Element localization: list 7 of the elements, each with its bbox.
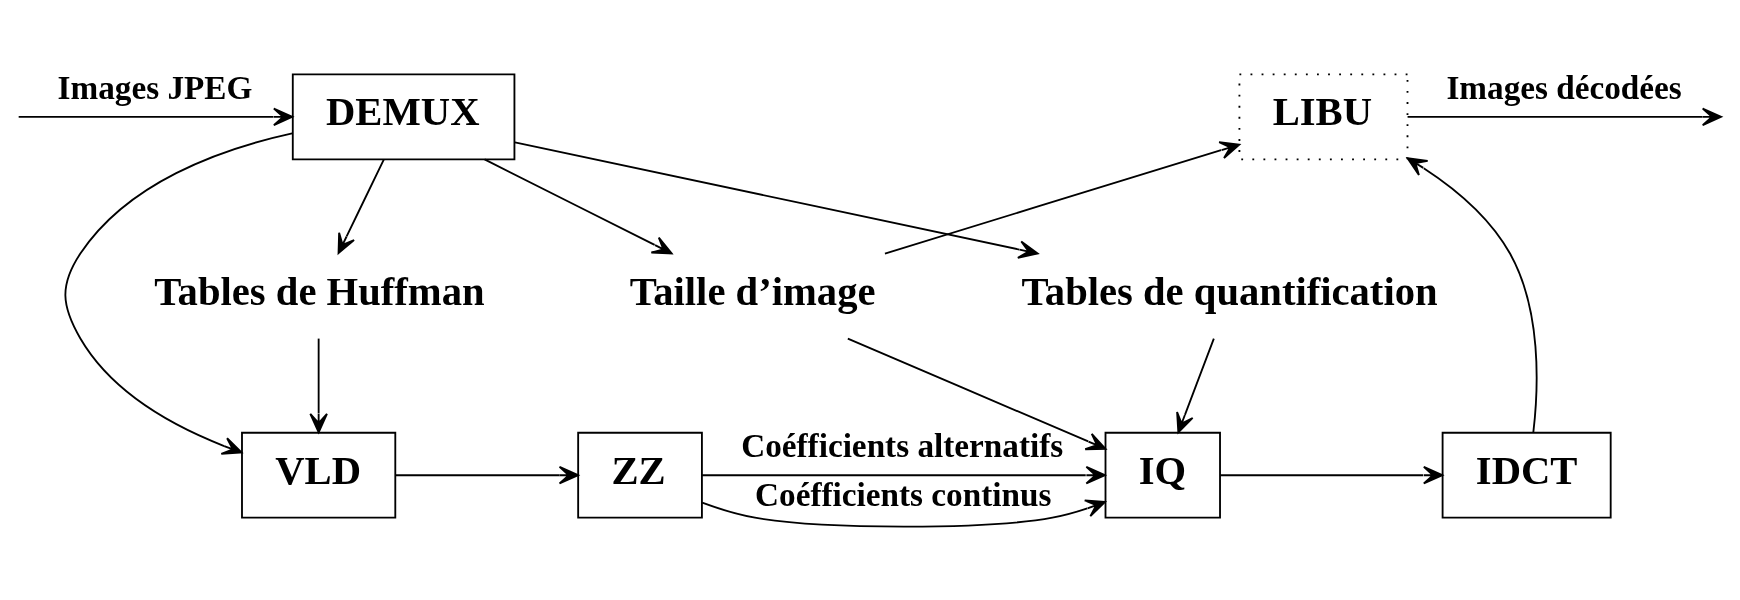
node-text: Tables de quantification xyxy=(1021,268,1438,314)
edge-label: Images décodées xyxy=(1446,68,1682,106)
edge-label: Images JPEG xyxy=(57,68,253,106)
node-text: Tables de Huffman xyxy=(154,268,485,314)
edge-label: Coéfficients continus xyxy=(755,475,1052,512)
node-text: Taille d’image xyxy=(629,268,876,314)
edge-label: Coéfficients alternatifs xyxy=(741,426,1064,464)
